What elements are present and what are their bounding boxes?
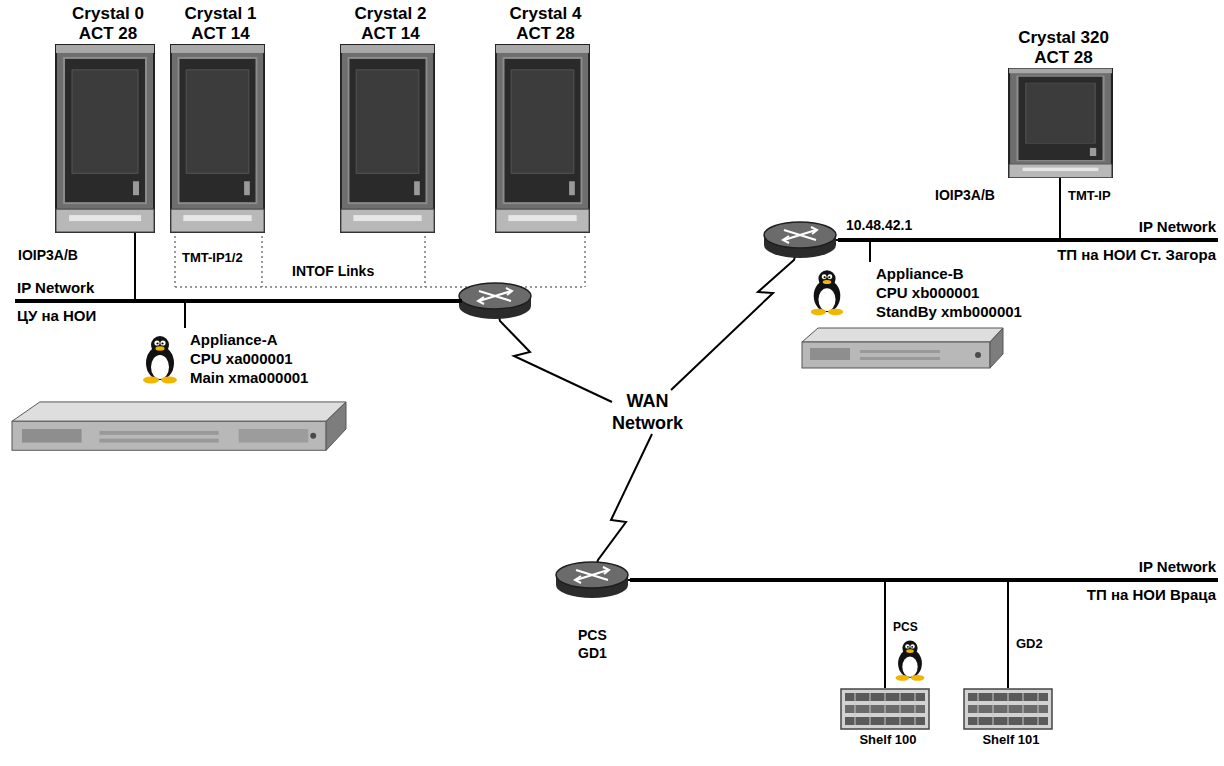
network-name: IP Network [17, 279, 94, 297]
shelf-picture [963, 688, 1053, 730]
cabinet-name: Crystal 1 [170, 4, 271, 24]
crystal-cabinet: Crystal 1ACT 14 [170, 4, 271, 233]
crystal-cabinet: Crystal 4ACT 28 [495, 4, 596, 233]
linux-penguin [143, 336, 177, 384]
device-name: PCS [893, 620, 918, 635]
site-name: ЦУ на НОИ [17, 307, 96, 325]
cabinet-type: ACT 28 [55, 24, 161, 44]
cabinet-picture [495, 44, 590, 233]
crystal-cabinet: Crystal 320ACT 28 [1008, 28, 1119, 178]
ip-network-line: IP NetworkТП на НОИ Враца [630, 578, 1218, 582]
cabinet-type: ACT 28 [495, 24, 596, 44]
cabinet-name: Crystal 320 [1008, 28, 1119, 48]
network-link [134, 233, 136, 299]
linux-appliance: Appliance-BCPU xb000001StandBy xmb000001 [800, 262, 1036, 372]
ip-network-line: IP NetworkЦУ на НОИ [15, 299, 462, 303]
shelf-name: Shelf 101 [963, 732, 1059, 748]
appliance-name: Appliance-B [876, 264, 1036, 283]
site-name: ТП на НОИ Ст. Загора [1057, 246, 1216, 264]
port-name: IOIP3A/B [935, 186, 995, 204]
cabinet-icon [496, 45, 589, 232]
cabinet-icon [341, 45, 434, 232]
cabinet-picture [170, 44, 265, 233]
cabinet-name: Crystal 0 [55, 4, 161, 24]
cabinet-picture [55, 44, 155, 233]
wan-network: WAN Network [612, 390, 683, 434]
link-name: INTOF Links [292, 262, 374, 280]
appliance-name: Appliance-A [190, 330, 356, 349]
intof-links [175, 236, 585, 287]
appliance-info: CPU xa000001 [190, 349, 356, 368]
cabinet-icon [1009, 69, 1112, 178]
ip-network-line: IP NetworkТП на НОИ Ст. Загора [838, 238, 1218, 242]
shelf-icon [841, 689, 929, 729]
shelf-picture [840, 688, 930, 730]
router-icon [764, 222, 836, 258]
network-link [869, 242, 871, 262]
cabinet-icon [56, 45, 154, 232]
appliance-picture [8, 328, 350, 460]
cabinet-type: ACT 28 [1008, 48, 1119, 68]
cabinet-icon [171, 45, 264, 232]
port-name: IOIP3A/B [18, 246, 78, 264]
device-name: GD2 [1016, 636, 1043, 652]
site-name: ТП на НОИ Враца [1087, 586, 1216, 604]
port-name: TMT-IP1/2 [182, 250, 243, 266]
shelf-icon [964, 689, 1052, 729]
cabinet-name: Crystal 2 [340, 4, 441, 24]
server-appliance [12, 402, 346, 450]
network-name: WAN Network [612, 390, 683, 434]
appliance-info: Main xma000001 [190, 368, 356, 387]
network-link [1007, 582, 1009, 688]
crystal-cabinet: Crystal 2ACT 14 [340, 4, 441, 233]
shelf-unit: Shelf 101 [963, 688, 1059, 748]
cabinet-picture [340, 44, 435, 233]
linux-penguin [811, 270, 843, 315]
appliance-info: StandBy xmb000001 [876, 302, 1036, 321]
network-link [1059, 178, 1061, 238]
appliance-info: CPU xb000001 [876, 283, 1036, 302]
network-link [592, 434, 652, 580]
linux-penguin [896, 640, 925, 680]
cabinet-type: ACT 14 [340, 24, 441, 44]
router-icon [556, 562, 628, 598]
network-link [884, 582, 886, 688]
intof-link-lines [175, 236, 585, 287]
device-name: PCS GD1 [578, 626, 607, 662]
ip-address: 10.48.42.1 [846, 216, 912, 234]
crystal-cabinet: Crystal 0ACT 28 [55, 4, 161, 233]
router-icon [459, 283, 531, 319]
server-appliance [802, 328, 1003, 368]
linux-appliance: Appliance-ACPU xa000001Main xma000001 [8, 328, 356, 460]
cabinet-name: Crystal 4 [495, 4, 596, 24]
network-name: IP Network [1139, 558, 1216, 576]
cabinet-type: ACT 14 [170, 24, 271, 44]
shelf-name: Shelf 100 [840, 732, 936, 748]
network-name: IP Network [1139, 218, 1216, 236]
port-name: TMT-IP [1068, 188, 1111, 204]
network-link [184, 303, 186, 328]
cabinet-picture [1008, 68, 1113, 178]
shelf-unit: Shelf 100 [840, 688, 936, 748]
